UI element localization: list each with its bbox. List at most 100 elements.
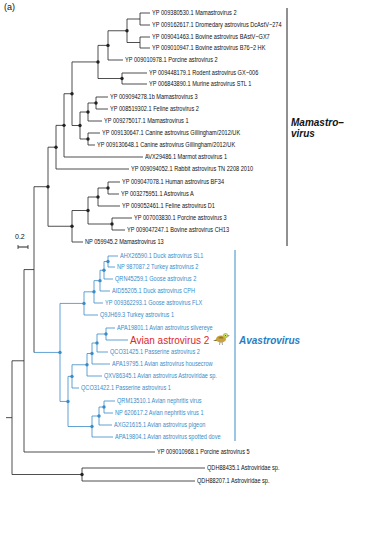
tip-label: NP 059945.2 Mamastrovirus 13	[85, 238, 164, 246]
tip-label: QCO31425.1 Passerine astrovirus 2	[110, 348, 200, 356]
branch	[87, 376, 102, 377]
branch	[112, 230, 125, 231]
tip-label: YP 009094052.1 Rabbit astrovirus TN 2208…	[131, 165, 253, 173]
branch	[48, 226, 72, 227]
branch	[108, 267, 115, 268]
branch	[100, 270, 104, 271]
tip-label: QXV86345.1 Avian astrovirus Astroviridae…	[104, 372, 217, 380]
branch	[72, 242, 83, 243]
tip-label: APA19804.1 Avian astrovirus spotted dove	[115, 433, 221, 441]
branch	[72, 61, 98, 62]
tip-label: YP 009010968.1 Porcine astrovirus 5	[157, 448, 250, 456]
branch	[56, 169, 129, 170]
branch	[92, 343, 97, 344]
highlighted-tip-label: Avian astrovirus 2	[130, 335, 209, 346]
branch	[34, 186, 48, 187]
branch	[84, 315, 98, 316]
tip-label: YP 006843890.1 Murine astrovirus STL 1	[149, 80, 251, 88]
branch	[87, 353, 92, 354]
tip-label: NP 987087.2 Turkey astrovirus 2	[117, 263, 198, 271]
branch	[127, 42, 140, 43]
branch	[108, 182, 120, 183]
branch	[72, 364, 87, 365]
tip-label: QRN45259.1 Goose astrovirus 2	[115, 275, 196, 283]
branch	[12, 360, 24, 361]
bird-eye	[225, 335, 226, 336]
bird-wing	[218, 337, 224, 339]
branch	[6, 417, 12, 418]
branch	[108, 194, 119, 195]
tip-label: YP 009362293.1 Goose astrovirus FLX	[105, 299, 202, 307]
tip-label: Q9JH69.3 Turkey astrovirus 1	[100, 311, 174, 319]
branch	[60, 401, 68, 402]
tip-label: YP 009047078.1 Human astrovirus BF34	[122, 178, 224, 186]
tip-label: YP 009052461.1 Feline astrovirus D1	[122, 202, 215, 210]
branch	[100, 291, 110, 292]
tip-label: YP 009041463.1 Bovine astrovirus BAstV−G…	[152, 33, 270, 41]
branch	[122, 84, 147, 85]
tip-label: AXG21615.1 Avian astrovirus pigeon	[114, 421, 205, 429]
branch	[122, 73, 147, 74]
branch	[140, 25, 150, 26]
tip-label: AHX26590.1 Duck astrovirus SL1	[120, 252, 203, 260]
branch	[98, 78, 122, 79]
branch	[140, 37, 150, 38]
branch	[97, 352, 108, 353]
bird-illustration	[212, 330, 230, 346]
branch	[127, 19, 140, 20]
branch	[92, 437, 113, 438]
branch	[97, 334, 106, 335]
branch	[99, 425, 112, 426]
scale-value: 0.2	[15, 233, 25, 241]
branch	[88, 133, 100, 134]
tip-label: YP 003275951.1 Astrovirus A	[121, 190, 194, 198]
branch	[88, 224, 112, 225]
branch	[108, 30, 127, 31]
tip-label: APA19801.1 Avian astrovirus silvereye	[117, 324, 213, 332]
branch	[82, 481, 195, 482]
branch	[80, 139, 88, 140]
tip-label: YP 009094278.1b Mamastrovirus 3	[110, 93, 198, 101]
branch	[72, 388, 79, 389]
branch	[140, 48, 150, 49]
tip-label: YP 009448179.1 Rodent astrovirus GX−006	[149, 69, 258, 77]
tip-label: QRM13510.1 Avian nephritis virus	[117, 397, 202, 405]
bird-beak	[228, 335, 230, 336]
bird-head	[223, 333, 228, 338]
tip-label: YP 009130648.1 Canine astrovirus Gilling…	[97, 141, 235, 149]
branch	[12, 474, 82, 475]
branch	[106, 340, 128, 341]
branch	[98, 188, 108, 189]
branch	[92, 364, 110, 365]
clade-label: Avastrovirus	[239, 335, 300, 346]
tip-label: YP 007003830.1 Porcine astrovirus 3	[134, 214, 227, 222]
branch	[88, 145, 95, 146]
tip-label: YP 009010947.1 Bovine astrovirus B76−2 H…	[152, 44, 265, 52]
branch	[104, 413, 113, 414]
branch	[56, 125, 64, 126]
branch	[98, 45, 108, 46]
clade-bracket	[235, 250, 236, 441]
branch	[84, 291, 94, 292]
branch	[82, 468, 205, 469]
tip-label: YP 009380530.1 Mamastrovirus 2	[152, 9, 237, 17]
branch	[99, 407, 104, 408]
tip-label: YP 009047247.1 Bovine astrovirus CH13	[127, 226, 229, 234]
branch	[96, 97, 108, 98]
branch	[88, 121, 102, 122]
branch	[112, 218, 132, 219]
branch	[24, 269, 34, 270]
branch	[60, 303, 84, 304]
clade-label: Mamastro– virus	[291, 117, 344, 139]
branch	[64, 157, 143, 158]
branch	[80, 112, 88, 113]
tip-label: YP 009130647.1 Canine astrovirus Gilling…	[102, 129, 240, 137]
branch	[92, 416, 99, 417]
branch	[48, 147, 56, 148]
tip-label: QCO31422.1 Passerine astrovirus 1	[81, 384, 171, 392]
branch	[88, 197, 98, 198]
branch	[104, 279, 113, 280]
branch	[140, 13, 150, 14]
branch	[24, 452, 155, 453]
tip-label: YP 009010978.1 Porcine astrovirus 2	[125, 56, 218, 64]
